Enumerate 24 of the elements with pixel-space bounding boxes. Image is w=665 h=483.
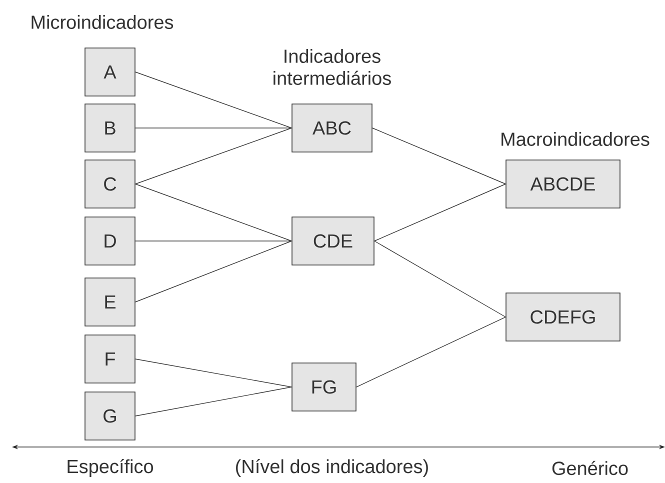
connector-line — [374, 240, 506, 318]
heading-label: Genérico — [552, 460, 628, 476]
connector-line — [374, 184, 506, 242]
connector-line — [135, 240, 292, 242]
indicator-box: ABC — [292, 104, 372, 152]
indicator-box: G — [84, 392, 136, 440]
connector-line — [372, 128, 506, 184]
indicator-box: C — [84, 160, 136, 208]
connector-line — [135, 386, 292, 416]
indicator-box: FG — [292, 362, 356, 412]
indicator-box: CDEFG — [506, 292, 620, 342]
connector-line — [135, 128, 292, 184]
indicator-box: D — [84, 216, 136, 266]
connector-line — [356, 316, 506, 388]
indicator-box: E — [84, 278, 136, 326]
indicator-box: B — [84, 104, 136, 152]
connector-line — [135, 240, 292, 302]
indicator-box: CDE — [292, 216, 374, 266]
connector-line — [135, 184, 292, 242]
indicator-box: ABCDE — [506, 160, 620, 208]
connector-line — [135, 358, 292, 388]
indicator-box: F — [84, 334, 136, 384]
connector-line — [135, 72, 292, 128]
indicator-box: A — [84, 48, 136, 96]
